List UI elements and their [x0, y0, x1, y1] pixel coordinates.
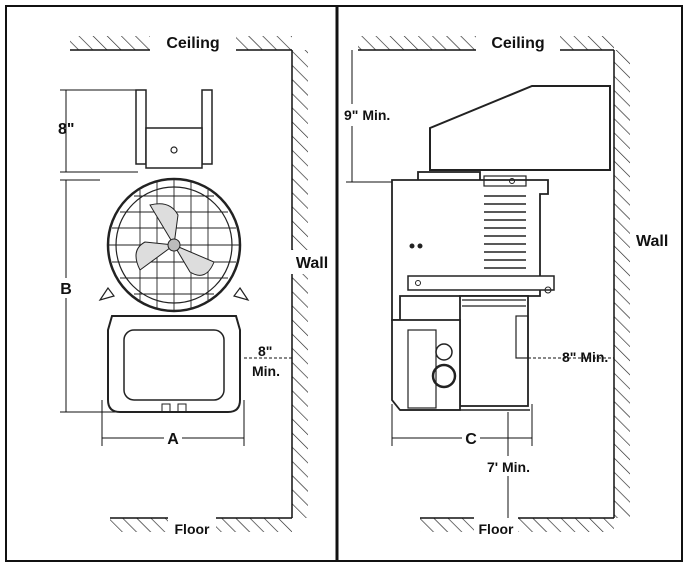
left-heater-front-view: [98, 89, 250, 413]
left-dim-a-label: A: [167, 431, 179, 448]
right-floor-label: Floor: [479, 521, 515, 537]
left-side-dim-line1: 8": [258, 343, 272, 359]
left-side-dim-line2: Min.: [252, 363, 280, 379]
right-wall-label: Wall: [636, 233, 668, 250]
right-dim-c-label: C: [465, 431, 477, 448]
right-heater-side-view: [391, 85, 611, 411]
left-floor-label: Floor: [175, 521, 211, 537]
left-panel: Ceiling Wall Floor 8" B A 8" Min.: [58, 32, 332, 537]
outer-frame: [5, 5, 683, 562]
left-dim-b-label: B: [60, 281, 72, 298]
left-wall-hatch: [292, 50, 308, 518]
left-top-dim-label: 8": [58, 121, 74, 138]
right-side-dim-label: 8" Min.: [562, 349, 608, 365]
right-top-dim-label: 9" Min.: [344, 107, 390, 123]
right-ceiling-label: Ceiling: [491, 35, 544, 52]
left-ceiling-label: Ceiling: [166, 35, 219, 52]
right-wall-hatch: [614, 50, 630, 518]
right-panel: Ceiling Wall Floor 9" Min. 8" Min. C 7' …: [340, 32, 668, 537]
left-wall-label: Wall: [296, 255, 328, 272]
right-floor-dim-label: 7' Min.: [487, 459, 530, 475]
